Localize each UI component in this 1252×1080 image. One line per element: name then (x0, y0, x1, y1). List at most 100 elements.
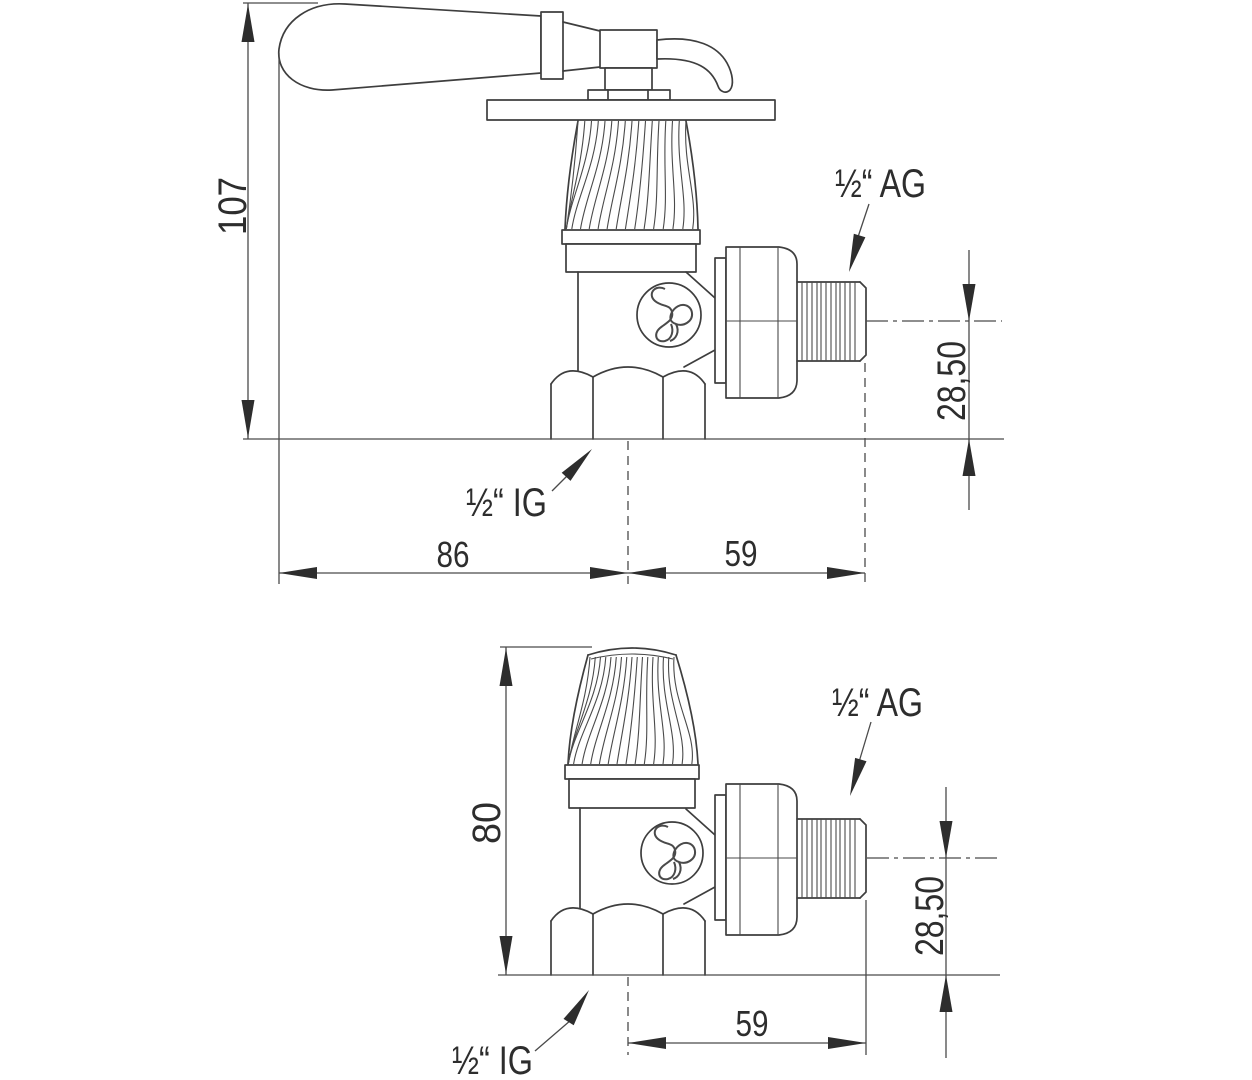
flute-line (579, 120, 606, 230)
body-neck-top (685, 271, 716, 299)
flute-line (653, 120, 660, 230)
label-inlet-ig: ½“ IG (466, 481, 547, 525)
neck-collar (714, 794, 727, 921)
dim-label-59: 59 (725, 533, 758, 574)
cone-base-band (561, 229, 701, 245)
leader-line (534, 1019, 572, 1052)
spindle-cone (564, 647, 700, 809)
leader-line (858, 721, 872, 763)
lever-collar (540, 11, 564, 80)
flute-line (590, 656, 617, 765)
cone-dome-cap (587, 647, 677, 656)
cone-side-right (675, 654, 699, 765)
outlet-label-ag: ½“ AG (832, 681, 923, 796)
dim-height-107: 107 (211, 2, 318, 439)
outlet-label-ag: ½“ AG (835, 162, 926, 272)
cone-dome-inner (590, 653, 674, 660)
dim-label-59: 59 (736, 1003, 769, 1044)
lever-stem (604, 67, 653, 91)
flute-line (597, 120, 620, 230)
label-outlet-ag: ½“ AG (835, 162, 926, 206)
hex-top-scallop (550, 366, 706, 385)
arrowhead-down (939, 821, 953, 858)
dim-label-2850: 28,50 (908, 876, 952, 956)
flute-line (671, 120, 676, 230)
thread-hatching (801, 282, 856, 361)
leader-arrowhead (850, 757, 867, 796)
flute-line (678, 120, 685, 230)
neck-collar (714, 257, 727, 384)
flute-line (657, 656, 665, 765)
valve-body (579, 807, 716, 909)
brand-logo (636, 282, 702, 348)
flute-line (634, 656, 644, 765)
inlet-label-ig: ½“ IG (452, 990, 589, 1080)
spindle-cone (561, 120, 701, 273)
logo-monogram (650, 286, 694, 343)
dim-widths-86-59: 86 59 (278, 53, 866, 584)
label-outlet-ag: ½“ AG (832, 681, 923, 725)
logo-circle (640, 821, 704, 885)
logo-monogram (653, 824, 697, 881)
flute-line (598, 656, 623, 765)
flute-line (606, 120, 626, 230)
dim-width-59: 59 (627, 900, 867, 1055)
flute-line (662, 656, 674, 765)
flute-line (624, 120, 640, 230)
nut-outline (725, 783, 798, 936)
arrowhead-up (962, 439, 976, 476)
arrowhead-right (827, 567, 865, 579)
lever-block (599, 29, 658, 69)
arrowhead-right (828, 1037, 866, 1049)
leader-arrowhead (563, 990, 589, 1026)
plate (486, 99, 776, 121)
flute-line (634, 120, 647, 230)
flute-line (581, 656, 612, 765)
dim-label-107: 107 (211, 177, 255, 235)
flute-line (616, 656, 633, 765)
lever-taper-top (562, 21, 601, 32)
arrowhead-center-right (590, 567, 628, 579)
inlet-label-ig: ½“ IG (466, 449, 592, 525)
flute-line (685, 120, 695, 230)
dim-offset-2850: 28,50 (867, 787, 1000, 1058)
lever-handle (278, 3, 734, 93)
cone-side-left (564, 120, 579, 230)
arrowhead-up (241, 4, 255, 42)
leader-arrowhead (561, 449, 592, 481)
dim-height-80: 80 (465, 646, 592, 975)
flute-line (643, 120, 653, 230)
plate-tab-strip (587, 89, 671, 101)
dim-label-86: 86 (437, 534, 470, 575)
flute-line (662, 120, 667, 230)
arrowhead-down (962, 284, 976, 321)
valve-body (577, 271, 716, 372)
brand-logo (640, 821, 704, 885)
flute-line (573, 656, 607, 765)
flute-line (567, 656, 602, 765)
hex-top-scallop (550, 903, 706, 922)
flute-line (565, 120, 579, 230)
lever-hook (656, 38, 734, 93)
flute-line (615, 120, 633, 230)
bonnet (568, 778, 696, 809)
cone-side-left (567, 654, 589, 765)
top-view: 107 28,50 86 59 ½“ AG (211, 2, 1004, 584)
bottom-view: 80 28,50 59 ½“ AG ½“ IG (452, 646, 1000, 1080)
arrowhead-center-left (628, 567, 666, 579)
flute-line (673, 656, 693, 765)
body-neck-bottom (683, 886, 716, 905)
cone-flutes (565, 120, 695, 230)
nut-outline (725, 246, 798, 399)
body-neck-top (685, 808, 716, 836)
union-nut (714, 246, 798, 399)
arrowhead-up (939, 975, 953, 1012)
lever-taper-bottom (562, 66, 601, 72)
arrowhead-left (628, 1037, 666, 1049)
cone-side-right (685, 120, 699, 230)
inlet-hex (550, 366, 706, 440)
cone-base-band (564, 764, 700, 780)
union-nut (714, 783, 798, 936)
leader-line (857, 203, 870, 238)
